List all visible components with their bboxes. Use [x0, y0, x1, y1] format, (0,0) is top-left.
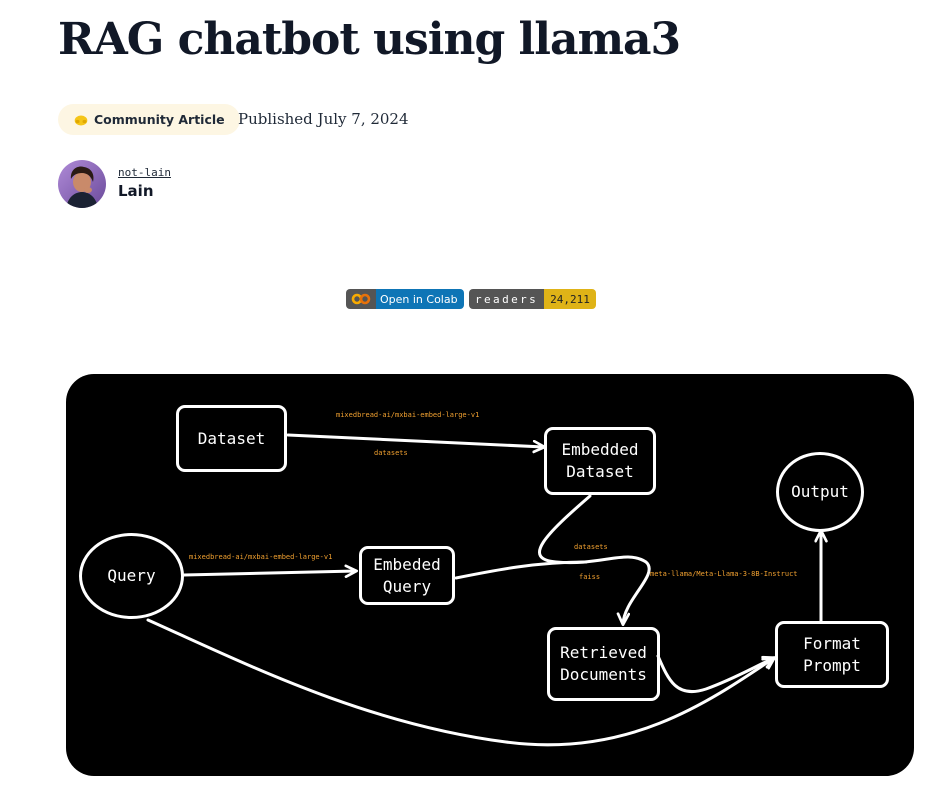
author-avatar[interactable]: [58, 160, 106, 208]
edge-label-dataset-lib: datasets: [374, 449, 408, 457]
rag-pipeline-diagram: Dataset Embedded Dataset Output Query Em…: [66, 374, 914, 776]
author-display-name: Lain: [118, 182, 154, 200]
edge-label-llm-model: meta-llama/Meta-Llama-3-8B-Instruct: [650, 570, 798, 578]
readers-label: readers: [469, 289, 545, 309]
hugging-face-icon: [74, 115, 88, 125]
query-node: Query: [79, 533, 184, 619]
open-in-colab-shield[interactable]: Open in Colab: [346, 289, 464, 309]
published-date: Published July 7, 2024: [238, 110, 409, 128]
diagram-edges: [146, 433, 828, 747]
edge-label-retrieve-lib: datasets: [574, 543, 608, 551]
retrieved-documents-node: Retrieved Documents: [547, 627, 660, 701]
article-title: RAG chatbot using llama3: [58, 14, 681, 65]
output-node: Output: [776, 452, 864, 532]
embeded-query-node: Embeded Query: [359, 546, 455, 605]
readers-count: 24,211: [544, 289, 596, 309]
edge-embeded-to-retrieve-join: [454, 560, 588, 580]
badge-label: Community Article: [94, 112, 225, 127]
edge-retrieved-to-format: [656, 654, 776, 694]
edge-embedded-to-retrieved: [538, 494, 651, 627]
colab-label: Open in Colab: [376, 289, 464, 309]
edge-query-to-embeded: [182, 564, 359, 578]
edge-label-dataset-model: mixedbread-ai/mxbai-embed-large-v1: [336, 411, 480, 419]
edge-label-query-model: mixedbread-ai/mxbai-embed-large-v1: [189, 553, 333, 561]
colab-icon: [351, 293, 371, 305]
dataset-node: Dataset: [176, 405, 287, 472]
edge-label-retrieve-index: faiss: [579, 573, 601, 581]
author-username-link[interactable]: not-lain: [118, 166, 171, 179]
readers-shield: readers 24,211: [469, 289, 596, 309]
edge-query-to-format: [146, 618, 776, 747]
edge-dataset-to-embedded: [286, 433, 547, 454]
avatar-image: [58, 160, 106, 208]
embedded-dataset-node: Embedded Dataset: [544, 427, 656, 495]
community-article-badge[interactable]: Community Article: [58, 104, 240, 135]
format-prompt-node: Format Prompt: [775, 621, 889, 688]
